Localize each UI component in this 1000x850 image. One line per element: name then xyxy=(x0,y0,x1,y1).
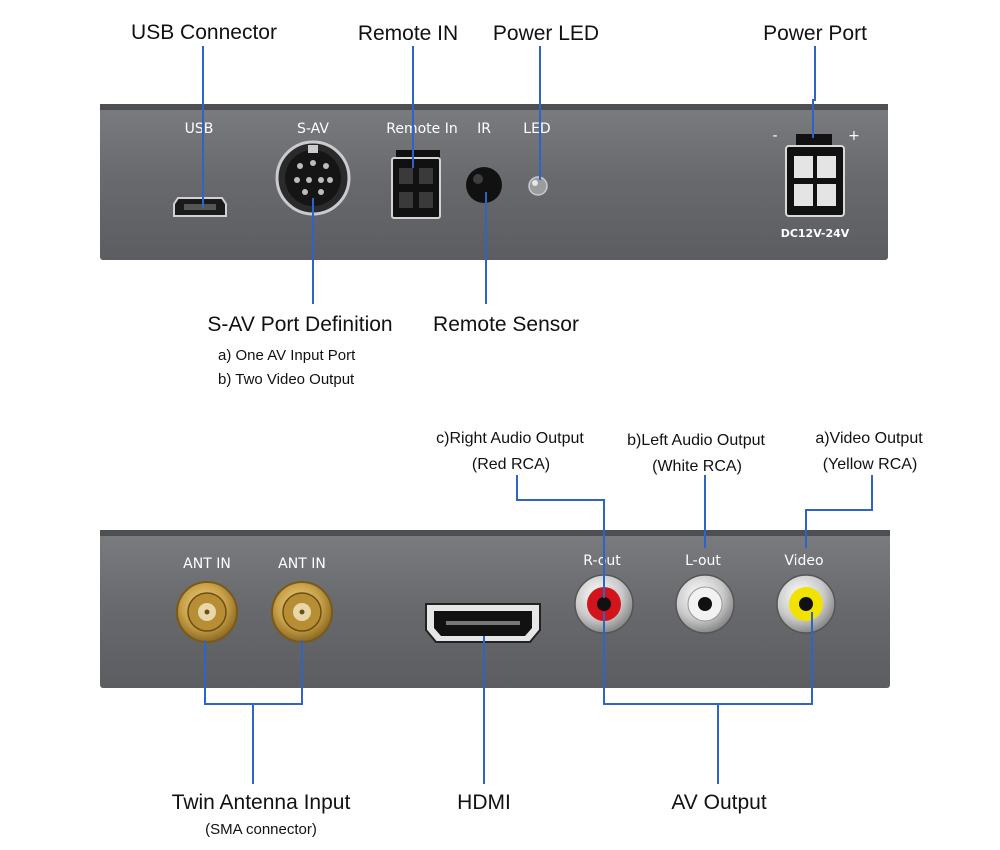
power-plus-label: + xyxy=(848,128,860,144)
usb-panel-label: USB xyxy=(185,121,214,137)
right-audio-sub: (Red RCA) xyxy=(472,456,550,473)
hdmi-port xyxy=(425,603,541,643)
top-panel: USB S-AV Remote In IR LED - + DC12V-24V xyxy=(100,21,888,388)
video-out-leader-line xyxy=(805,475,873,548)
remote-in-panel-label: Remote In xyxy=(386,121,457,137)
power-minus-label: - xyxy=(772,128,777,144)
remote-in-callout: Remote IN xyxy=(358,22,458,45)
ir-panel-label: IR xyxy=(477,121,491,137)
left-audio-callout: b)Left Audio Output xyxy=(627,432,765,449)
ant-in-2-panel-label: ANT IN xyxy=(278,556,326,572)
rca-red-jack xyxy=(574,574,634,634)
right-audio-callout: c)Right Audio Output xyxy=(436,430,584,447)
power-led xyxy=(528,176,548,196)
r-out-panel-label: R-out xyxy=(583,553,621,569)
rca-yellow-jack xyxy=(776,574,836,634)
dc-voltage-label: DC12V-24V xyxy=(781,227,850,240)
av-output-bracket xyxy=(603,612,813,705)
video-panel-label: Video xyxy=(784,553,823,569)
s-av-note-b: b) Two Video Output xyxy=(218,371,355,388)
s-av-note-a: a) One AV Input Port xyxy=(218,347,356,364)
bottom-panel-edge xyxy=(100,530,890,536)
rca-white-jack xyxy=(675,574,735,634)
usb-port xyxy=(173,197,227,217)
ant-in-1-panel-label: ANT IN xyxy=(183,556,231,572)
top-panel-edge xyxy=(100,104,888,110)
sma-connector-2 xyxy=(271,581,333,643)
l-out-panel-label: L-out xyxy=(685,553,721,569)
twin-antenna-callout: Twin Antenna Input xyxy=(172,791,351,814)
ir-sensor xyxy=(466,167,502,203)
right-audio-leader-line xyxy=(516,475,605,598)
video-out-sub: (Yellow RCA) xyxy=(823,456,918,473)
remote-in-port xyxy=(391,150,441,219)
power-led-callout: Power LED xyxy=(493,22,599,45)
s-av-definition-callout: S-AV Port Definition xyxy=(207,313,392,336)
led-panel-label: LED xyxy=(523,121,550,137)
video-out-callout: a)Video Output xyxy=(815,430,923,447)
av-output-callout: AV Output xyxy=(671,791,766,814)
s-av-panel-label: S-AV xyxy=(297,121,329,137)
power-port-callout: Power Port xyxy=(763,22,867,45)
usb-connector-callout: USB Connector xyxy=(131,21,277,44)
power-port-leader-line xyxy=(812,46,816,138)
left-audio-sub: (White RCA) xyxy=(652,458,742,475)
power-port xyxy=(785,134,845,217)
sma-connector-1 xyxy=(176,581,238,643)
twin-antenna-sub: (SMA connector) xyxy=(205,821,317,838)
remote-sensor-callout: Remote Sensor xyxy=(433,313,579,336)
hdmi-callout: HDMI xyxy=(457,791,511,814)
bottom-panel: ANT IN ANT IN R-out L-out Video xyxy=(100,430,923,838)
